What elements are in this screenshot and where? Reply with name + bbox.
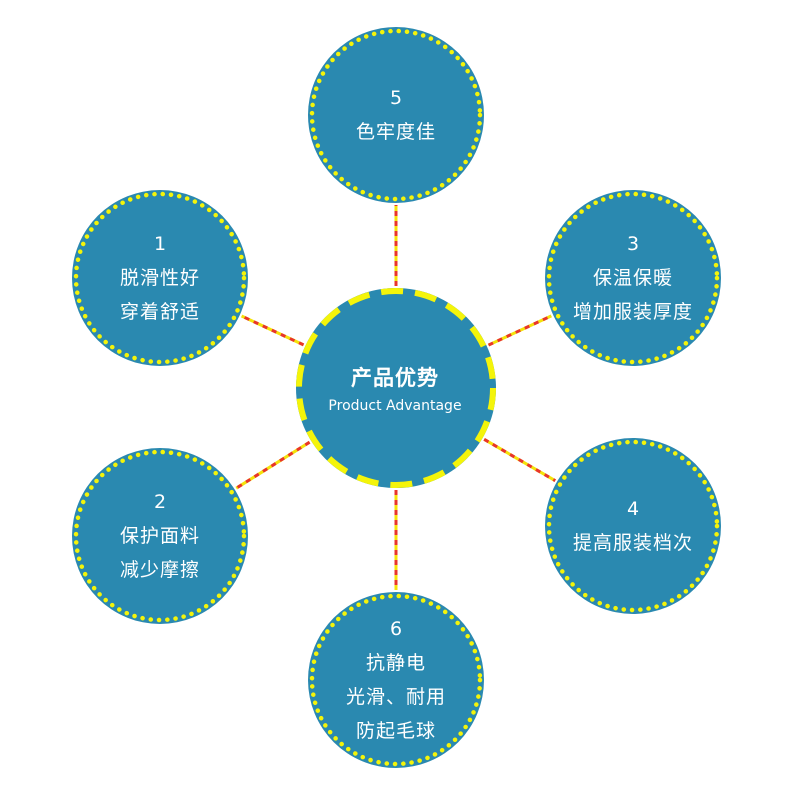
node-2-line-2: 减少摩擦: [119, 559, 200, 581]
node-1-dotted-border: [73, 191, 247, 365]
node-6-number: 6: [389, 618, 403, 640]
node-2-line-1: 保护面料: [119, 525, 200, 547]
node-4-text: 4 提高服装档次: [548, 451, 718, 601]
node-2-text: 2 保护面料 减少摩擦: [75, 461, 245, 611]
circles: [72, 27, 721, 768]
connector-3: [487, 314, 552, 347]
center-circle: [296, 288, 496, 488]
node-3-line-1: 保温保暖: [592, 267, 673, 289]
node-4-line-1: 提高服装档次: [572, 532, 693, 554]
center-dashed-border: [296, 288, 496, 488]
node-5-number: 5: [389, 87, 403, 109]
center-label: 产品优势 Product Advantage: [290, 340, 500, 440]
node-5-circle: [308, 27, 484, 203]
node-6-line-3: 防起毛球: [355, 720, 436, 742]
node-6-text: 6 抗静电 光滑、耐用 防起毛球: [311, 605, 481, 755]
node-3-circle: [545, 190, 721, 366]
node-6-circle: [308, 592, 484, 768]
node-3-dotted-border: [546, 191, 720, 365]
node-2-circle: [72, 448, 248, 624]
node-6-line-2: 光滑、耐用: [345, 686, 446, 708]
connectors: [235, 205, 556, 590]
node-1-number: 1: [153, 233, 167, 255]
node-3-number: 3: [626, 233, 640, 255]
node-5-text: 5 色牢度佳: [311, 40, 481, 190]
node-2-dotted-border: [73, 449, 247, 623]
connector-4: [483, 438, 556, 483]
node-4-number: 4: [626, 498, 640, 520]
node-5-line-1: 色牢度佳: [355, 121, 436, 143]
node-4-dotted-border: [546, 439, 720, 613]
node-4-circle: [545, 438, 721, 614]
node-1-line-2: 穿着舒适: [119, 301, 200, 323]
node-6-dotted-border: [309, 593, 483, 767]
center-title: 产品优势: [351, 366, 439, 390]
node-6-line-1: 抗静电: [365, 652, 426, 674]
node-3-line-2: 增加服装厚度: [572, 301, 693, 323]
connector-2: [235, 440, 311, 490]
node-2-number: 2: [153, 491, 167, 513]
node-1-circle: [72, 190, 248, 366]
node-3-text: 3 保温保暖 增加服装厚度: [548, 203, 718, 353]
node-5-dotted-border: [309, 28, 483, 202]
center-subtitle: Product Advantage: [328, 398, 462, 414]
connector-1: [240, 314, 305, 347]
node-1-text: 1 脱滑性好 穿着舒适: [75, 203, 245, 353]
node-1-line-1: 脱滑性好: [119, 267, 200, 289]
